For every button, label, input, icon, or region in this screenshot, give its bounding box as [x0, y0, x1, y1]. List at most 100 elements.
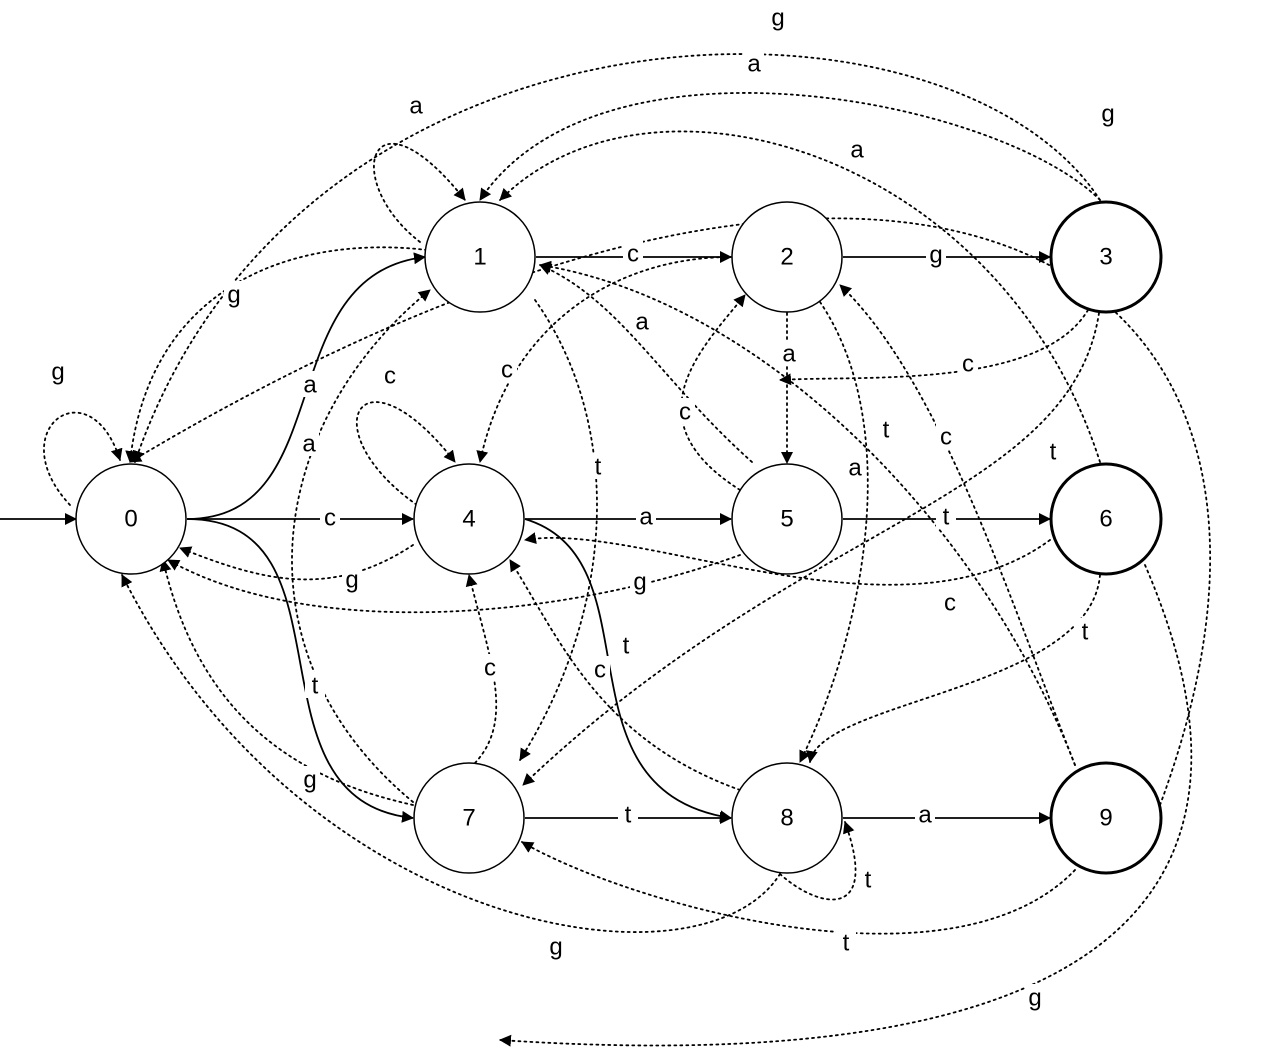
- transition-8-to-8: [779, 821, 857, 901]
- transition-label-background: [1025, 984, 1045, 1010]
- transition-label-8-to-9: a: [918, 802, 932, 829]
- transition-label-4-to-0: g: [345, 567, 358, 594]
- transition-label-background: [305, 672, 325, 698]
- transition-label-7-to-8: t: [625, 802, 632, 829]
- transition-label-background: [497, 356, 517, 382]
- transition-3-to-1: [479, 92, 1101, 201]
- transition-label-background: [858, 866, 878, 892]
- transition-label-background: [616, 632, 636, 658]
- transition-label-6-to-8: t: [1082, 619, 1089, 646]
- state-label-7: 7: [462, 805, 475, 832]
- transition-label-background: [847, 136, 867, 162]
- transition-label-3-to-0: g: [771, 5, 784, 32]
- transition-label-8-to-4: c: [594, 657, 606, 684]
- state-circle: [731, 463, 843, 575]
- transition-label-background: [636, 503, 656, 529]
- transition-label-2-to-4: c: [501, 357, 513, 384]
- transition-1-to-7: [519, 299, 598, 761]
- transition-label-5-to-6: t: [943, 504, 950, 531]
- transition-label-background: [300, 766, 320, 792]
- transition-5-to-2: [680, 294, 746, 491]
- transition-label-background: [926, 241, 946, 267]
- state-4: 4: [413, 463, 525, 575]
- transition-label-background: [1043, 438, 1063, 464]
- transition-label-background: [675, 398, 695, 424]
- transition-label-background: [744, 50, 764, 76]
- accepting-state-circle: [1049, 462, 1163, 576]
- transition-label-7-to-0: g: [303, 767, 316, 794]
- state-7: 7: [413, 762, 525, 874]
- transition-label-1-to-1: a: [409, 93, 423, 120]
- transition-9-to-2: [839, 284, 1076, 766]
- transition-label-background: [845, 454, 865, 480]
- transition-label-background: [768, 4, 788, 30]
- state-circle: [413, 762, 525, 874]
- transition-label-5-to-1: a: [635, 309, 649, 336]
- transition-9-to-1: [539, 260, 1076, 766]
- transition-0-to-0: [43, 411, 123, 506]
- transition-label-background: [940, 589, 960, 615]
- state-3: 3: [1049, 200, 1163, 314]
- transition-label-1-to-2: c: [627, 241, 639, 268]
- transition-label-2-to-8: t: [883, 417, 890, 444]
- transition-label-background: [380, 362, 400, 388]
- transition-label-background: [224, 281, 244, 307]
- transition-7-to-4: [465, 574, 498, 764]
- transition-label-background: [630, 568, 650, 594]
- transition-label-0-to-0: g: [51, 359, 64, 386]
- state-5: 5: [731, 463, 843, 575]
- state-circle: [731, 762, 843, 874]
- transition-label-2-to-3: g: [929, 242, 942, 269]
- transition-8-to-4: [509, 559, 741, 791]
- transition-label-9-to-0: g: [1101, 101, 1114, 128]
- transition-label-background: [590, 656, 610, 682]
- transition-label-4-to-4: c: [384, 363, 396, 390]
- transition-1-to-0: [125, 246, 428, 463]
- transition-label-3-to-4: c: [962, 351, 974, 378]
- transition-label-background: [299, 430, 319, 456]
- transition-5-to-1: [539, 263, 753, 463]
- state-circle: [413, 463, 525, 575]
- transition-label-background: [48, 358, 68, 384]
- transition-label-background: [480, 654, 500, 680]
- state-label-9: 9: [1099, 805, 1112, 832]
- transition-0-to-7: [186, 518, 414, 823]
- transition-4-to-0: [179, 544, 414, 581]
- transition-label-7-to-4: c: [484, 655, 496, 682]
- transition-label-background: [915, 801, 935, 827]
- transition-4-to-4: [355, 401, 456, 506]
- state-label-6: 6: [1099, 506, 1112, 533]
- transition-2-to-4: [476, 256, 732, 463]
- state-9: 9: [1049, 761, 1163, 875]
- state-label-0: 0: [124, 506, 137, 533]
- state-0: 0: [75, 463, 187, 575]
- state-label-1: 1: [473, 244, 486, 271]
- transition-label-background: [836, 929, 856, 955]
- transition-label-3-to-1: a: [747, 51, 761, 78]
- transition-label-2-to-5: a: [782, 341, 796, 368]
- transition-label-background: [1075, 618, 1095, 644]
- transition-label-6-to-1: a: [850, 137, 864, 164]
- transition-label-background: [1098, 100, 1118, 126]
- transition-label-background: [588, 453, 608, 479]
- state-2: 2: [731, 201, 843, 313]
- transition-label-1-to-0: g: [227, 282, 240, 309]
- transition-label-9-to-1: a: [848, 455, 862, 482]
- transition-label-8-to-8: t: [865, 867, 872, 894]
- transition-label-4-to-5: a: [639, 504, 653, 531]
- state-label-2: 2: [780, 244, 793, 271]
- transition-label-9-to-2: c: [940, 424, 952, 451]
- transition-label-background: [958, 350, 978, 376]
- transition-label-background: [546, 933, 566, 959]
- transition-9-to-7: [521, 841, 1076, 935]
- transition-3-to-4: [779, 309, 1089, 386]
- transition-label-6-to-0: g: [1028, 985, 1041, 1012]
- transition-8-to-0: [121, 574, 781, 933]
- state-circle: [424, 201, 536, 313]
- transition-label-background: [779, 340, 799, 366]
- transition-label-0-to-4: c: [324, 505, 336, 532]
- state-label-5: 5: [780, 506, 793, 533]
- transition-label-background: [300, 371, 320, 397]
